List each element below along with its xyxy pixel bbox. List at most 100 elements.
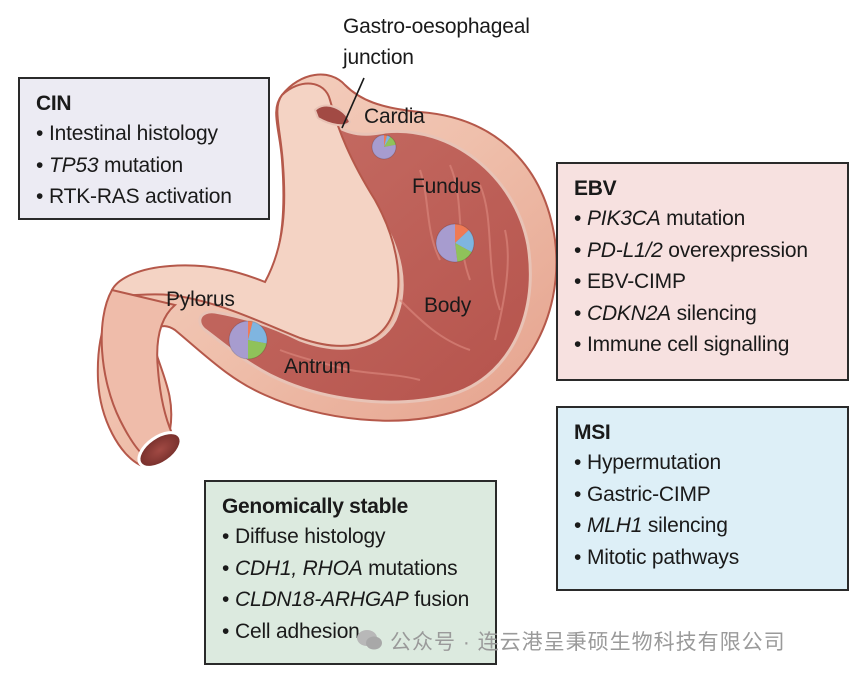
item-text: Cell adhesion [235, 619, 360, 643]
pie-slice-gs [248, 340, 267, 359]
bullet: • [574, 238, 582, 262]
bullet: • [222, 588, 230, 611]
gene-name: MLH1 [587, 514, 643, 537]
list-item: •RTK-RAS activation [36, 181, 254, 213]
bullet: • [574, 207, 582, 230]
subtype-pies [228, 134, 475, 360]
list-item: •Cell adhesion [222, 616, 481, 648]
label-antrum: Antrum [284, 355, 351, 378]
pie-slice-msi [455, 229, 475, 253]
msi-list: •Hypermutation•Gastric-CIMP•MLH1 silenci… [574, 447, 833, 573]
pie-outline [228, 320, 268, 360]
label-body: Body [424, 294, 472, 317]
bullet: • [574, 482, 582, 506]
pie-slice-gs [384, 136, 396, 147]
watermark-text: 公众号 · 连云港呈秉硕生物科技有限公司 [390, 631, 786, 654]
pie-slice-msi [384, 135, 391, 147]
bullet: • [574, 514, 582, 537]
label-gej-line1: Gastro-oesophageal [343, 15, 530, 38]
item-text: mutation [98, 153, 183, 177]
oesophagus-opening [313, 104, 352, 127]
gene-name: CLDN18-ARHGAP [235, 588, 409, 611]
msi-box: MSI •Hypermutation•Gastric-CIMP•MLH1 sil… [556, 406, 849, 591]
stomach-front-wall [110, 82, 400, 347]
list-item: •MLH1 silencing [574, 510, 833, 542]
ebv-list: •PIK3CA mutation•PD-L1/2 overexpression•… [574, 203, 833, 361]
pie-slice-cin [372, 135, 396, 159]
pie-slice-cin [436, 224, 458, 262]
list-item: •Diffuse histology [222, 521, 481, 553]
gs-list: •Diffuse histology•CDH1, RHOA mutations•… [222, 521, 481, 647]
gs-title: Genomically stable [222, 495, 409, 518]
gene-name: PD-L1/2 [587, 238, 663, 262]
pie-fundus-body [435, 223, 475, 263]
bullet: • [36, 153, 44, 177]
list-item: •Intestinal histology [36, 118, 254, 150]
cin-list: •Intestinal histology•TP53 mutation•RTK-… [36, 118, 254, 213]
item-text: mutation [660, 207, 746, 230]
pie-slice-ebv [455, 224, 469, 243]
list-item: •Immune cell signalling [574, 329, 833, 361]
bullet: • [574, 270, 582, 293]
item-text: fusion [408, 588, 470, 611]
pie-antrum [228, 320, 268, 360]
gastric-rugae [279, 164, 509, 381]
list-item: •TP53 mutation [36, 150, 254, 182]
item-text: mutations [362, 556, 458, 580]
ebv-title: EBV [574, 177, 617, 200]
item-text: Immune cell signalling [587, 333, 790, 356]
item-text: Diffuse histology [235, 525, 386, 548]
item-text: silencing [642, 514, 728, 537]
pie-outline [435, 223, 475, 263]
bullet: • [36, 122, 44, 145]
bullet: • [574, 451, 582, 474]
item-text: EBV-CIMP [587, 270, 686, 293]
label-pylorus: Pylorus [166, 288, 235, 311]
list-item: •PD-L1/2 overexpression [574, 235, 833, 267]
item-text: Hypermutation [587, 451, 721, 474]
bullet: • [574, 301, 582, 325]
duodenum-lumen [137, 431, 183, 469]
list-item: •CDH1, RHOA mutations [222, 553, 481, 585]
wechat-icon [357, 630, 382, 650]
gene-name: CDH1, RHOA [235, 556, 363, 580]
pie-slice-cin [229, 321, 248, 359]
gene-name: PIK3CA [587, 207, 661, 230]
label-cardia: Cardia [364, 105, 425, 128]
label-gej-line2: junction [343, 46, 414, 69]
item-text: Gastric-CIMP [587, 482, 711, 506]
item-text: overexpression [662, 238, 808, 262]
item-text: Mitotic pathways [587, 545, 740, 569]
label-fundus: Fundus [412, 175, 481, 198]
bullet: • [222, 525, 230, 548]
bullet: • [222, 619, 230, 643]
list-item: •Mitotic pathways [574, 542, 833, 574]
list-item: •Gastric-CIMP [574, 479, 833, 511]
gene-name: CDKN2A [587, 301, 671, 325]
ebv-box: EBV •PIK3CA mutation•PD-L1/2 overexpress… [556, 162, 849, 381]
bullet: • [574, 333, 582, 356]
cin-title: CIN [36, 92, 72, 115]
bullet: • [574, 545, 582, 569]
item-text: Intestinal histology [49, 122, 218, 145]
list-item: •EBV-CIMP [574, 266, 833, 298]
msi-title: MSI [574, 421, 611, 444]
cin-box: CIN •Intestinal histology•TP53 mutation•… [18, 77, 270, 220]
bullet: • [222, 556, 230, 580]
pie-slice-gs [455, 243, 472, 262]
gene-name: TP53 [49, 153, 99, 177]
bullet: • [36, 185, 44, 208]
pie-slice-ebv [384, 135, 387, 147]
pie-cardia [371, 134, 397, 160]
pie-outline [371, 134, 397, 160]
pie-slice-msi [248, 321, 267, 344]
list-item: •Hypermutation [574, 447, 833, 479]
item-text: silencing [671, 301, 757, 325]
gs-box: Genomically stable •Diffuse histology•CD… [204, 480, 497, 665]
list-item: •CDKN2A silencing [574, 298, 833, 330]
pie-slice-ebv [248, 321, 253, 340]
gej-pointer-line [341, 77, 365, 129]
list-item: •CLDN18-ARHGAP fusion [222, 584, 481, 616]
list-item: •PIK3CA mutation [574, 203, 833, 235]
